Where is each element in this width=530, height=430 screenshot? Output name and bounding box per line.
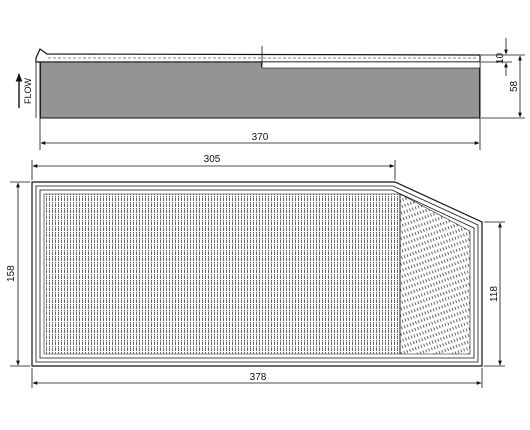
side-view-pleats — [39, 61, 481, 119]
top-view: 305 378 158 118 — [6, 154, 505, 388]
flow-label: FLOW — [23, 77, 33, 104]
top-width-label: 305 — [204, 154, 221, 165]
side-length-label: 370 — [252, 132, 269, 143]
top-view-pleats-angled — [399, 193, 471, 355]
top-view-pleats-main — [43, 193, 401, 355]
side-rim-label: 10 — [495, 52, 506, 64]
top-total-width-label: 378 — [250, 372, 267, 383]
top-right-height-label: 118 — [489, 286, 500, 302]
side-height-label: 58 — [509, 80, 520, 92]
side-view-rim — [35, 48, 481, 63]
top-view-outer-frame — [31, 181, 483, 367]
side-view: FLOW 370 58 10 — [15, 38, 525, 150]
top-height-label: 158 — [6, 265, 17, 282]
